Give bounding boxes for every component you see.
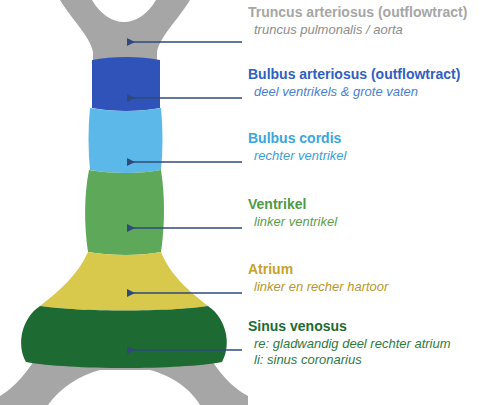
segment-label: Atriumlinker en recher hartoor [248,261,388,295]
ventricle-band [85,170,164,255]
leader-arrow [128,161,242,162]
segment-label: Bulbus cordisrechter ventrikel [248,130,346,164]
segment-fate: deel ventrikels & grote vaten [248,84,460,100]
segment-label: Bulbus arteriosus (outflowtract)deel ven… [248,66,460,100]
segment-name: Atrium [248,261,388,279]
segment-name: Sinus venosus [248,318,451,336]
segment-label: Sinus venosusre: gladwandig deel rechter… [248,318,451,368]
segment-label: Truncus arteriosus (outflowtract)truncus… [248,4,467,38]
segment-fate: rechter ventrikel [248,148,346,164]
bulbus-cordis-band [89,108,163,173]
segment-fate: re: gladwandig deel rechter atrium [248,336,451,352]
segment-name: Bulbus cordis [248,130,346,148]
segment-name: Bulbus arteriosus (outflowtract) [248,66,460,84]
segment-fate: linker ventrikel [248,214,337,230]
segment-fate: truncus pulmonalis / aorta [248,22,467,38]
heart-segment: Bulbus arteriosus (outflowtract)deel ven… [92,58,160,110]
truncus-arteriosus-shape [60,0,190,62]
segment-fate: li: sinus coronarius [248,352,451,368]
heart-segment: Bulbus cordisrechter ventrikel [89,110,162,170]
segment-name: Ventrikel [248,196,337,214]
heart-segment: Truncus arteriosus (outflowtract)truncus… [93,0,157,60]
leader-arrow [128,97,242,98]
leader-arrow [128,292,242,293]
atrium-band [40,252,208,311]
leader-arrow [128,227,242,228]
heart-segment: Ventrikellinker ventrikel [87,172,163,252]
segment-fate: linker en recher hartoor [248,279,388,295]
heart-segment: Sinus venosusre: gladwandig deel rechter… [24,308,224,366]
leader-arrow [128,349,242,350]
bulbus-arteriosus-band [92,57,160,111]
heart-segment: Atriumlinker en recher hartoor [60,254,190,306]
leader-arrow [128,41,242,42]
segment-label: Ventrikellinker ventrikel [248,196,337,230]
segment-name: Truncus arteriosus (outflowtract) [248,4,467,22]
sinus-venosus-band [21,306,227,368]
